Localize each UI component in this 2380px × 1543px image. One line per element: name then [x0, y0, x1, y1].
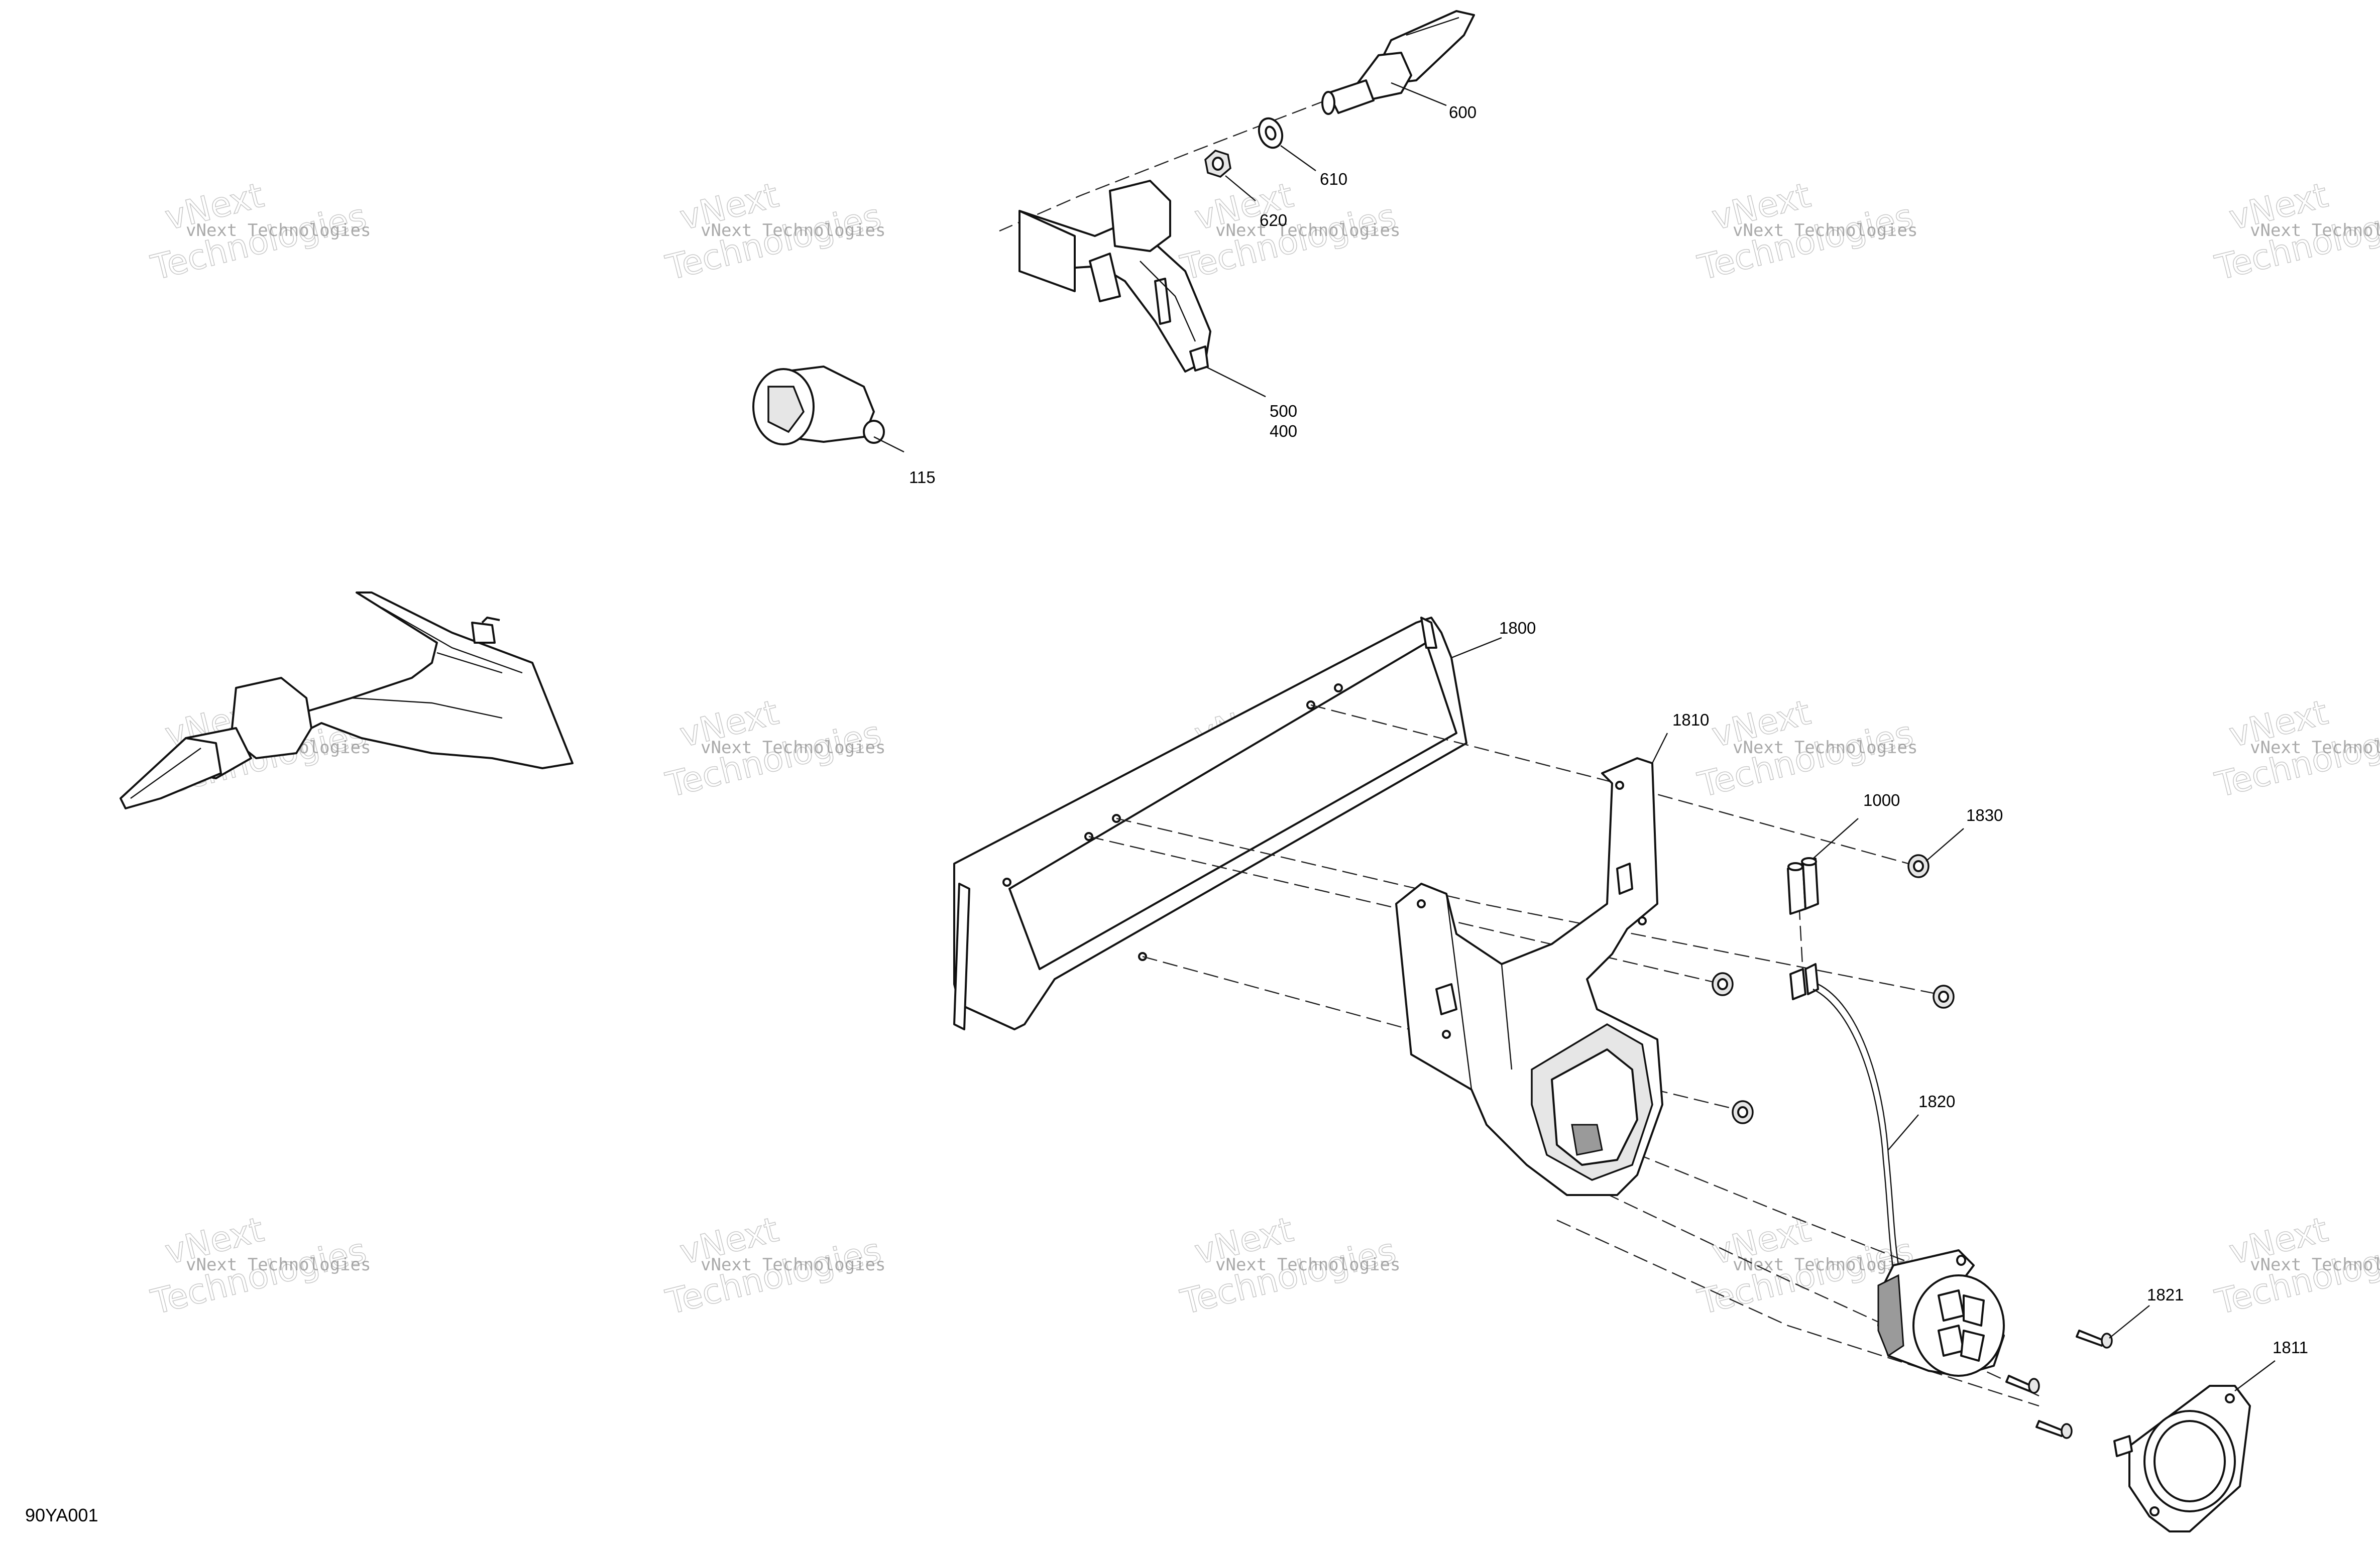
light-bezel-1811: [2113, 1385, 2251, 1532]
callout-labels: 600 610 620 500 400 115 1800 1810 1000 1…: [909, 103, 2308, 1357]
callout-115: 115: [909, 468, 936, 487]
watermark: vNext Technologies vNext Technologies: [147, 1210, 371, 1323]
watermark-line1: vNext Technologies: [186, 1255, 371, 1275]
watermark: vNext Technologies vNext Technologies: [2211, 692, 2380, 806]
plate-bracket-1810: [1395, 757, 1663, 1196]
watermark: vNext Technologies vNext Technologies: [1694, 175, 1918, 289]
watermark-line1: vNext Technologies: [1733, 1255, 1917, 1275]
license-light-1820: [1877, 1249, 2005, 1377]
watermark-line1: vNext Technologies: [1733, 738, 1917, 758]
flange-nut-1830: [1712, 854, 1955, 1124]
watermark-line1: vNext Technologies: [701, 1255, 885, 1275]
bulb-socket-115: [752, 366, 885, 445]
watermark-line1: vNext Technologies: [186, 220, 371, 241]
drawing-code: 90YA001: [25, 1505, 98, 1525]
watermark-line1: vNext Technologies: [2250, 738, 2380, 758]
watermark: vNext Technologies vNext Technologies: [1177, 175, 1401, 289]
nut-620: [1204, 150, 1231, 178]
watermark-line1: vNext Technologies: [1215, 220, 1400, 241]
callout-600: 600: [1449, 103, 1477, 122]
watermark-line1: vNext Technologies: [1215, 1255, 1400, 1275]
leader-lines: [873, 82, 2276, 1391]
callout-620: 620: [1260, 211, 1287, 229]
watermark-line1: vNext Technologies: [701, 220, 885, 241]
turn-signal-600: [1321, 10, 1475, 115]
watermark-line1: vNext Technologies: [1733, 220, 1917, 241]
callout-1821: 1821: [2147, 1285, 2184, 1304]
watermark-line1: vNext Technologies: [2250, 1255, 2380, 1275]
callout-1811: 1811: [2273, 1338, 2308, 1357]
watermark: vNext Technologies vNext Technologies: [2211, 175, 2380, 289]
watermark: vNext Technologies vNext Technologies: [147, 175, 371, 289]
callout-610: 610: [1320, 170, 1347, 188]
mount-bracket-500-400: [1018, 180, 1211, 373]
license-plate-frame-1800: [953, 617, 1467, 1030]
callout-1810: 1810: [1672, 710, 1709, 729]
washer-610: [1258, 117, 1284, 149]
callout-1800: 1800: [1499, 619, 1536, 637]
turn-signal-left-assembly: [120, 591, 574, 809]
callout-1000: 1000: [1863, 791, 1900, 809]
watermark: vNext Technologies vNext Technologies: [662, 692, 886, 806]
callout-1820: 1820: [1918, 1092, 1955, 1111]
watermark-line1: vNext Technologies: [2250, 220, 2380, 241]
callout-1830: 1830: [1966, 806, 2003, 824]
watermark: vNext Technologies vNext Technologies: [1694, 692, 1918, 806]
connector-1000: [1787, 857, 1899, 1271]
callout-500: 500: [1270, 402, 1297, 420]
watermark: vNext Technologies vNext Technologies: [2211, 1210, 2380, 1323]
watermark-line1: vNext Technologies: [701, 738, 885, 758]
screw-1821: [2005, 1330, 2113, 1439]
callout-400: 400: [1270, 422, 1297, 440]
watermark: vNext Technologies vNext Technologies: [662, 175, 886, 289]
watermark: vNext Technologies vNext Technologies: [1177, 1210, 1401, 1323]
watermark: vNext Technologies vNext Technologies: [662, 1210, 886, 1323]
